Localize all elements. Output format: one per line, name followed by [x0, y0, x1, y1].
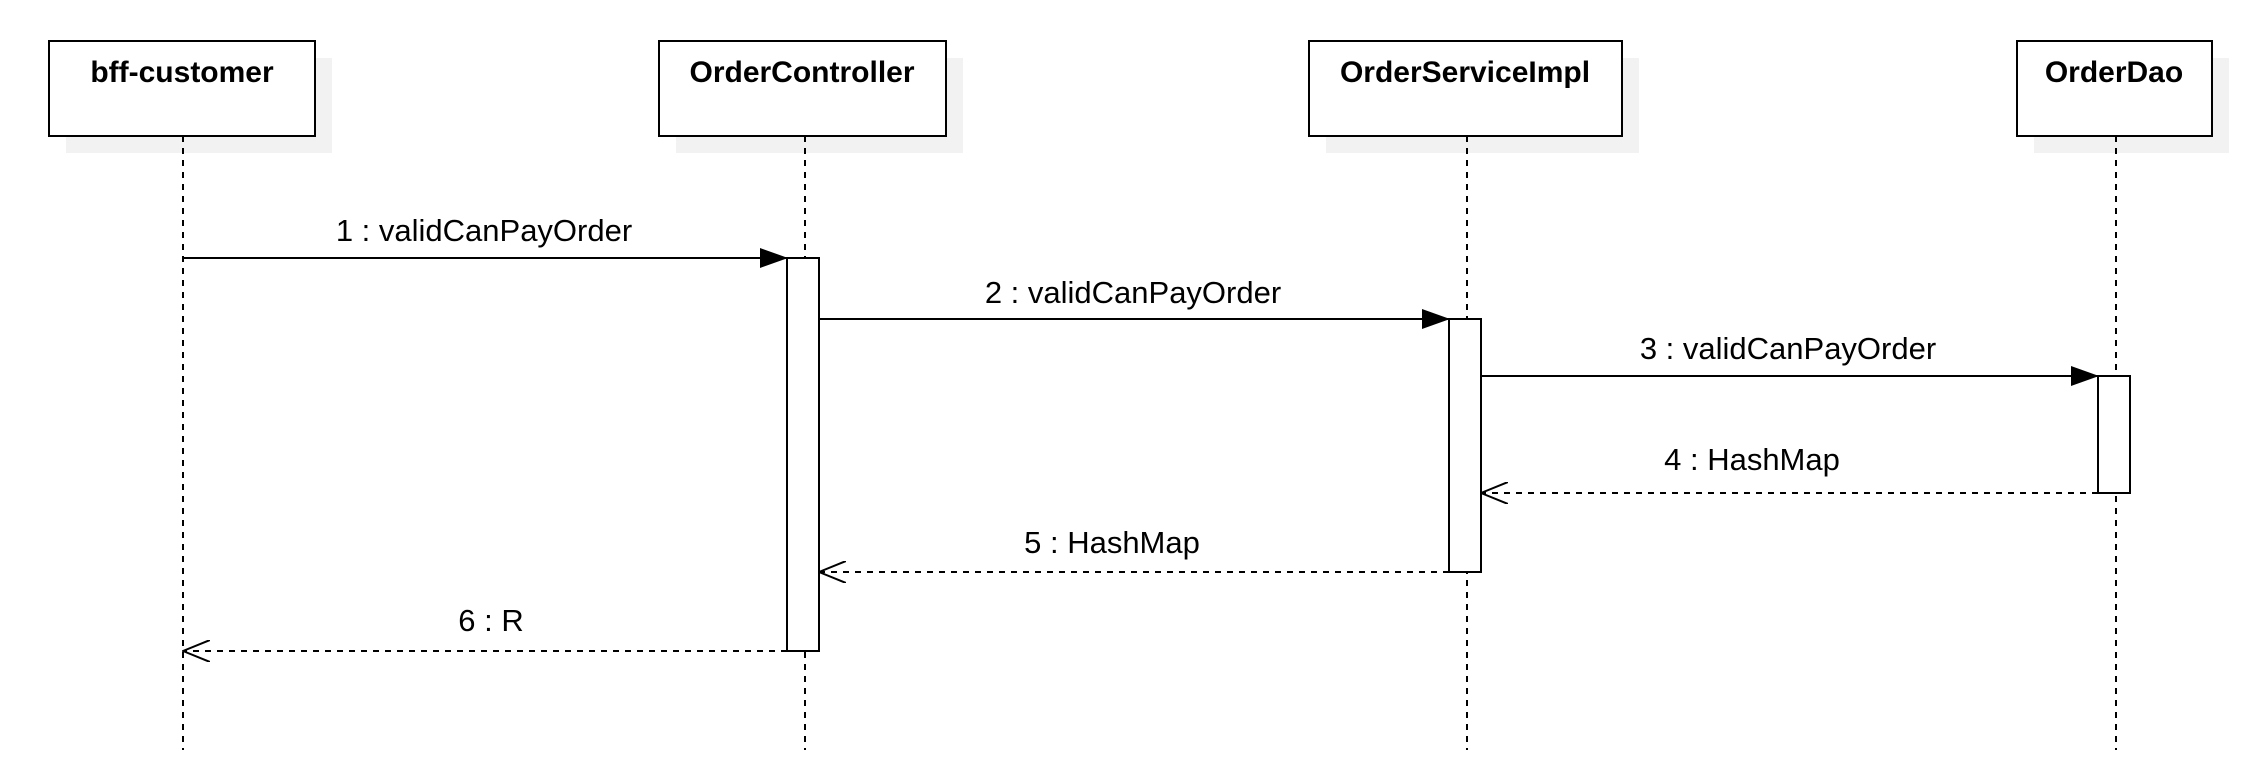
participant-order-service-impl: OrderServiceImpl — [1308, 40, 1639, 750]
participant-box — [48, 40, 316, 137]
participant-order-controller: OrderController — [658, 40, 963, 750]
participant-label: bff-customer — [90, 56, 274, 89]
message-4: 4 : HashMap — [1481, 442, 2098, 493]
participant-box — [658, 40, 947, 137]
message-label: 6 : R — [458, 603, 523, 638]
message-label: 5 : HashMap — [1024, 525, 1200, 560]
message-1: 1 : validCanPayOrder — [183, 213, 788, 268]
participant-label: OrderServiceImpl — [1340, 56, 1590, 89]
participant-label: OrderController — [689, 56, 914, 89]
participant-bff-customer: bff-customer — [48, 40, 332, 750]
message-6: 6 : R — [183, 603, 787, 651]
participant-label: OrderDao — [2045, 56, 2183, 89]
activation-bar-order-service-impl — [1448, 318, 1482, 573]
participant-order-dao: OrderDao — [2016, 40, 2229, 750]
activation-bar-order-dao — [2097, 375, 2131, 494]
participant-box — [2016, 40, 2213, 137]
message-label: 2 : validCanPayOrder — [985, 275, 1281, 310]
activation-bar-order-controller — [786, 257, 820, 652]
message-label: 3 : validCanPayOrder — [1640, 331, 1936, 366]
message-5: 5 : HashMap — [819, 525, 1449, 572]
message-2: 2 : validCanPayOrder — [819, 275, 1450, 329]
participant-box — [1308, 40, 1623, 137]
message-3: 3 : validCanPayOrder — [1481, 331, 2099, 386]
message-label: 1 : validCanPayOrder — [336, 213, 632, 248]
message-label: 4 : HashMap — [1664, 442, 1840, 477]
